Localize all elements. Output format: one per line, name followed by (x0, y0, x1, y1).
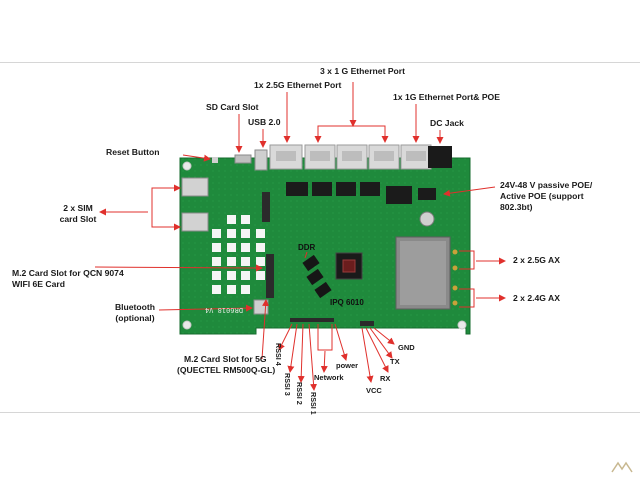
label-network: Network (314, 373, 344, 382)
label-ax-2-5g: 2 x 2.5G AX (513, 255, 560, 265)
label-m2-qcn-1: M.2 Card Slot for QCN 9074 (12, 268, 124, 278)
label-ipq: IPQ 6010 (330, 298, 364, 307)
label-poe-3: 802.3bt) (500, 202, 533, 212)
pad-grid (212, 215, 265, 294)
label-reset: Reset Button (106, 147, 160, 157)
label-power: power (336, 361, 359, 370)
label-m2-5g-1: M.2 Card Slot for 5G (184, 354, 267, 364)
top-divider (0, 62, 640, 63)
label-vcc: VCC (366, 386, 382, 395)
label-ethernet-2-5g: 1x 2.5G Ethernet Port (254, 80, 342, 90)
label-bluetooth-2: (optional) (115, 313, 155, 323)
leader-lines (94, 82, 506, 391)
m2-connector-top (262, 192, 270, 222)
label-poe-2: Active POE (support (500, 191, 584, 201)
ethernet-ports (269, 144, 432, 170)
label-ethernet-1g-poe: 1x 1G Ethernet Port& POE (393, 92, 500, 102)
board-silkscreen: DR6018 V4 (205, 306, 243, 314)
label-tx: TX (390, 357, 400, 366)
label-gnd: GND (398, 343, 415, 352)
usb-port (254, 149, 268, 171)
m2-connector-5g (266, 254, 274, 298)
label-usb: USB 2.0 (248, 117, 281, 127)
header-pins (290, 318, 374, 326)
label-sd-card: SD Card Slot (206, 102, 259, 112)
label-rssi1: RSSI 1 (309, 392, 318, 415)
label-rssi3: RSSI 3 (283, 373, 292, 396)
label-bluetooth-1: Bluetooth (114, 302, 156, 312)
capacitor (419, 211, 435, 227)
label-rx: RX (380, 374, 391, 383)
bottom-divider (0, 412, 640, 413)
label-sim-2: card Slot (59, 214, 97, 224)
label-ddr: DDR (298, 243, 316, 252)
reset-button (212, 157, 218, 163)
label-poe-1: 24V-48 V passive POE/ (500, 180, 593, 190)
sim-slot-2 (181, 212, 209, 232)
company-logo-icon (611, 461, 633, 473)
ddr-chips (302, 254, 332, 299)
label-rssi2: RSSI 2 (295, 382, 304, 405)
antenna-connectors (452, 249, 458, 306)
label-sim-1: 2 x SIM (63, 203, 93, 213)
magnetics-row (286, 182, 436, 204)
dc-jack (428, 146, 452, 168)
label-dc-jack: DC Jack (430, 118, 464, 128)
sim-slot-1 (181, 177, 209, 197)
label-ax-2-4g: 2 x 2.4G AX (513, 293, 560, 303)
label-rssi4: RSSI 4 (274, 343, 283, 366)
label-ethernet-3x1g: 3 x 1 G Ethernet Port (320, 66, 406, 76)
label-m2-5g-2: (QUECTEL RM500Q-GL) (177, 365, 276, 375)
sd-slot (234, 154, 252, 164)
label-m2-qcn-2: WIFI 6E Card (12, 279, 66, 289)
